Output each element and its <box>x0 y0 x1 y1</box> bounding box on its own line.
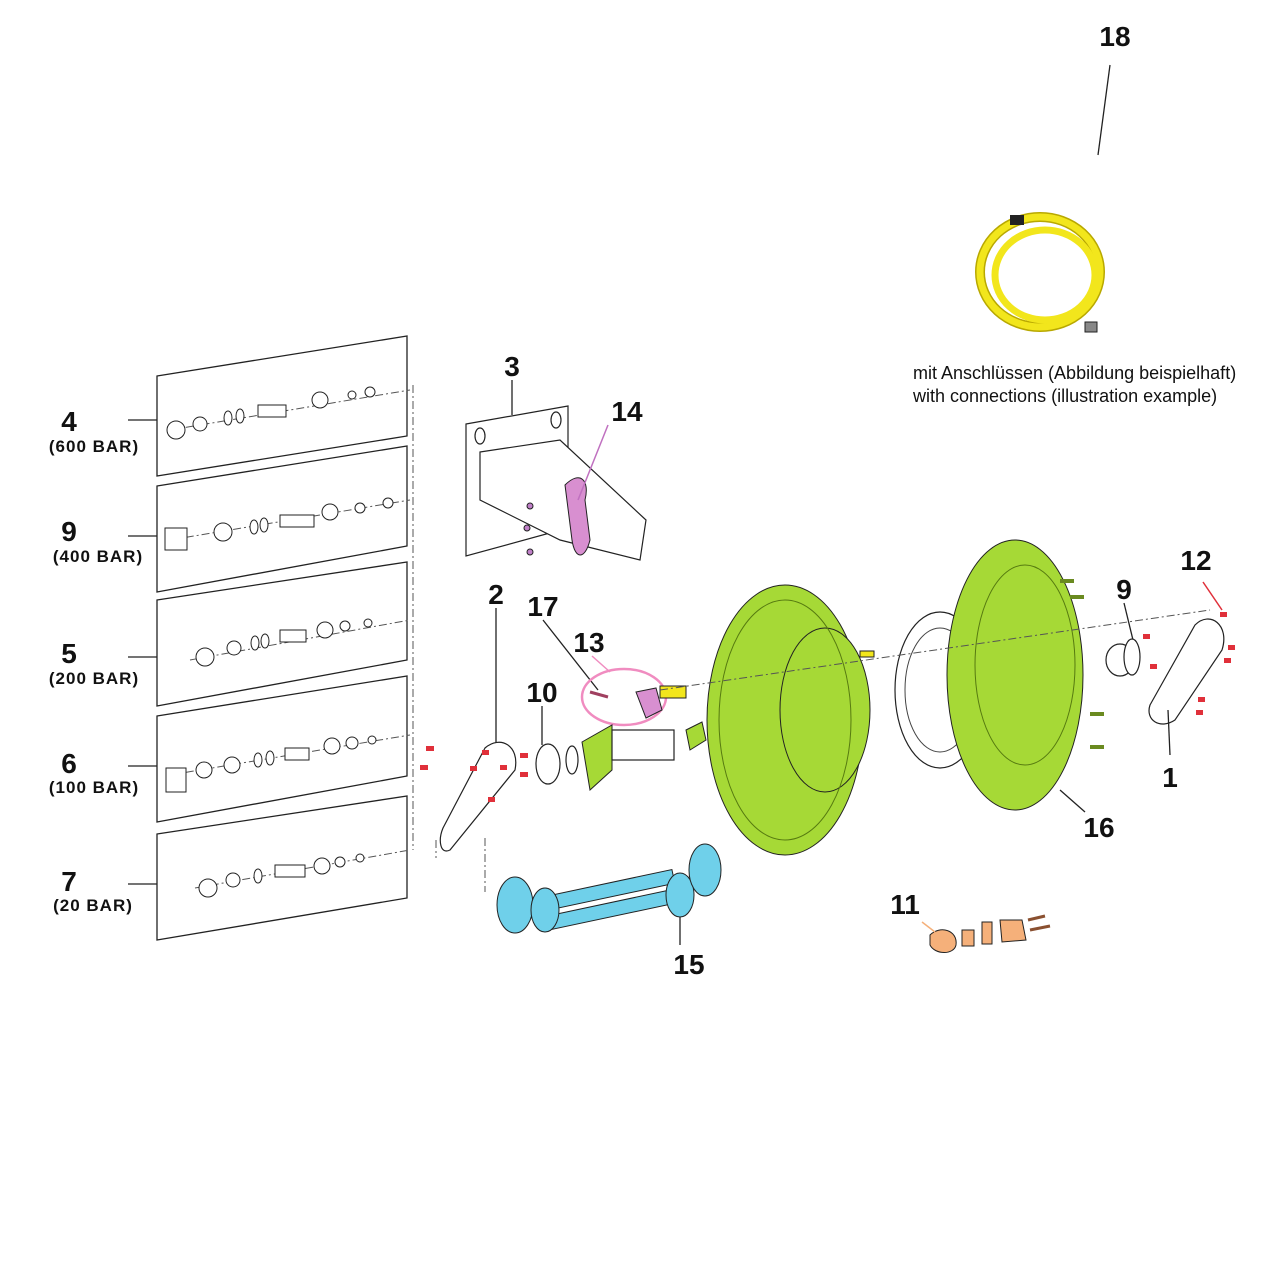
callout-14: 14 <box>611 396 643 427</box>
variant-number: 6 <box>61 748 77 779</box>
callout-9: 9 <box>1116 574 1132 605</box>
swivel-panels <box>128 335 414 941</box>
side-plate-part-1 <box>1143 581 1235 756</box>
callout-12: 12 <box>1180 545 1211 576</box>
callout-10: 10 <box>526 677 557 708</box>
wall-bracket-part-3 <box>465 380 647 561</box>
side-plate-part-2 <box>420 608 517 852</box>
variant-number: 9 <box>61 516 77 547</box>
panel-100-bar <box>128 675 411 823</box>
variant-number: 4 <box>61 406 77 437</box>
hose-note-german: mit Anschlüssen (Abbildung beispielhaft) <box>913 363 1236 383</box>
frame-part-15 <box>435 838 722 945</box>
callout-18: 18 <box>1099 21 1130 52</box>
callout-13: 13 <box>573 627 604 658</box>
callout-2: 2 <box>488 579 504 610</box>
crank-part-11 <box>921 914 1051 953</box>
panel-400-bar <box>128 445 411 593</box>
variant-pressure: (600 BAR) <box>49 437 139 456</box>
panel-600-bar <box>128 335 411 477</box>
callout-15: 15 <box>673 949 704 980</box>
callout-3: 3 <box>504 351 520 382</box>
variant-number: 5 <box>61 638 77 669</box>
variant-pressure: (200 BAR) <box>49 669 139 688</box>
hose-note-english: with connections (illustration example) <box>912 386 1217 406</box>
callout-17: 17 <box>527 591 558 622</box>
catch-part-13 <box>580 655 687 727</box>
callout-11: 11 <box>890 889 920 920</box>
variant-pressure: (400 BAR) <box>53 547 143 566</box>
callout-16: 16 <box>1083 812 1114 843</box>
variant-number: 7 <box>61 866 77 897</box>
panel-20-bar <box>128 795 411 941</box>
spring-part-17 <box>542 619 609 699</box>
pawl-part-14 <box>564 477 591 556</box>
callout-1: 1 <box>1162 762 1178 793</box>
hose-part-18 <box>975 64 1111 333</box>
variant-pressure: (100 BAR) <box>49 778 139 797</box>
swivel-part-9 <box>1105 602 1141 677</box>
reel-drum-part-16 <box>659 539 1211 856</box>
panel-200-bar <box>128 561 411 707</box>
bearing-part-10 <box>520 706 579 785</box>
callout-labels: 18 3 14 2 17 13 10 9 12 1 16 11 15 4 (60… <box>49 21 1236 980</box>
variant-pressure: (20 BAR) <box>53 896 133 915</box>
hub-shaft <box>581 721 707 791</box>
